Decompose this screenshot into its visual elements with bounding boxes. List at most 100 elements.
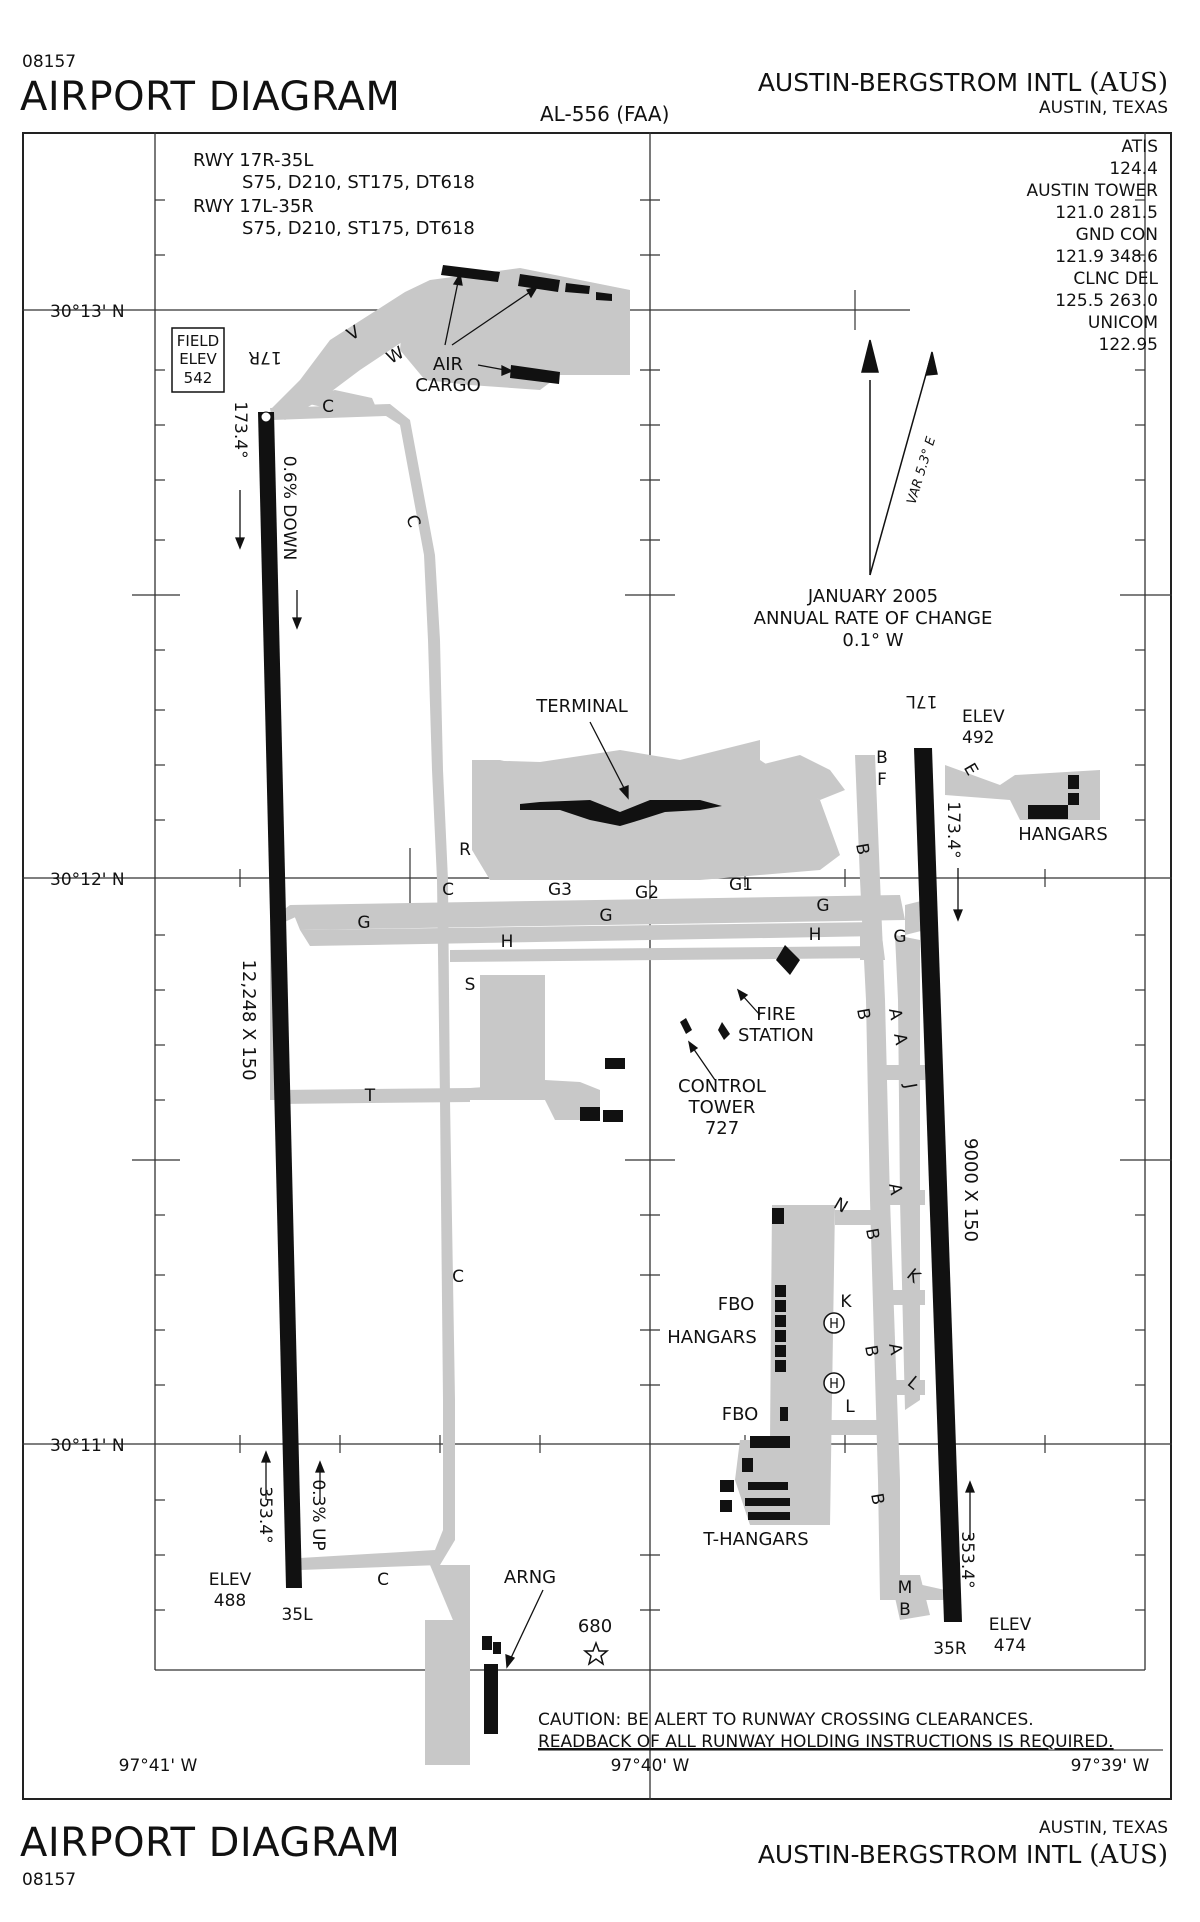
field-elev-box — [171, 327, 225, 393]
twy-g1: G1 — [729, 875, 753, 895]
field-elev-value: 542 — [184, 369, 213, 387]
hangars-ne-label: HANGARS — [1018, 824, 1108, 845]
freq-line-2: AUSTIN TOWER — [1026, 181, 1158, 201]
twy-g-1: G — [357, 913, 370, 933]
freq-line-8: UNICOM — [1088, 313, 1158, 333]
terminal-label: TERMINAL — [535, 696, 628, 717]
fire-station-label-1: FIRE — [756, 1004, 796, 1025]
twy-c-5: C — [377, 1570, 389, 1590]
fbo-label-2: FBO — [722, 1404, 759, 1425]
control-tower-elev: 727 — [705, 1118, 739, 1139]
heliport-south-label: H — [829, 1377, 839, 1392]
twy-b-3: B — [852, 1007, 874, 1022]
doc-number-bottom: 08157 — [22, 1870, 77, 1890]
heliport-south — [823, 1372, 845, 1394]
lat-label-1: 30°13' N — [50, 302, 125, 322]
control-tower-label-1: CONTROL — [678, 1076, 766, 1097]
twy-s: S — [465, 975, 476, 995]
t-hangars-label: T-HANGARS — [702, 1529, 808, 1550]
rwy-17l-dimensions: 9000 X 150 — [960, 1138, 981, 1242]
rwy-35l-label: 35L — [281, 1605, 313, 1625]
twy-a-4: A — [884, 1342, 906, 1357]
rwy-1-name: RWY 17R-35L — [193, 150, 313, 171]
twy-b-6: B — [866, 1492, 888, 1507]
hangars-w-label: HANGARS — [667, 1327, 757, 1348]
lon-label-3: 97°39' W — [1071, 1756, 1150, 1776]
arng-apron — [425, 1620, 470, 1765]
airport-name-bottom-text: AUSTIN-BERGSTROM INTL — [757, 1840, 1082, 1869]
rwy-17r-label: 17R — [248, 347, 282, 367]
field-elev-line1: FIELD — [177, 332, 219, 350]
obstacle-elev-label: 680 — [578, 1616, 612, 1637]
rwy-35r-heading: 353.4° — [957, 1531, 977, 1588]
airport-name-top: AUSTIN-BERGSTROM INTL (AUS) — [758, 68, 1168, 98]
rwy-17r-dimensions: 12,248 X 150 — [238, 959, 259, 1080]
cargo-apron — [400, 268, 630, 390]
fbo-label-1: FBO — [718, 1294, 755, 1315]
twy-k-1: K — [840, 1292, 852, 1312]
rwy-17l-arrows — [953, 868, 975, 1540]
twy-c-3: C — [442, 880, 454, 900]
airport-code-top: (AUS) — [1089, 68, 1168, 98]
lon-label-1: 97°41' W — [119, 1756, 198, 1776]
air-cargo-label-1: AIR — [433, 354, 463, 375]
chart-frame — [22, 132, 1172, 1800]
city-bottom: AUSTIN, TEXAS — [1039, 1818, 1168, 1838]
twy-c-4: C — [452, 1267, 464, 1287]
rwy-35l-heading: 353.4° — [255, 1486, 275, 1543]
freq-line-5: 121.9 348.6 — [1055, 247, 1158, 267]
lat-label-2: 30°12' N — [50, 870, 125, 890]
lon-label-2: 97°40' W — [611, 1756, 690, 1776]
freq-line-6: CLNC DEL — [1073, 269, 1158, 289]
twy-t: T — [364, 1086, 376, 1106]
twy-g-4: G — [893, 927, 906, 947]
freq-line-3: 121.0 281.5 — [1055, 203, 1158, 223]
rwy-1-strength: S75, D210, ST175, DT618 — [242, 172, 475, 193]
rwy-17l-elev-value: 492 — [962, 728, 994, 748]
freq-line-9: 122.95 — [1099, 335, 1158, 355]
control-tower-label-2: TOWER — [688, 1097, 756, 1118]
runways — [258, 411, 962, 1622]
north-arrow — [861, 339, 938, 576]
rwy-17l-label: 17L — [906, 691, 938, 711]
title-top: AIRPORT DIAGRAM — [20, 74, 401, 120]
twy-b-1: B — [876, 748, 888, 768]
buildings — [441, 265, 1079, 1734]
var-label: VAR 5.3° E — [904, 434, 939, 506]
taxiway-g — [290, 895, 905, 930]
obstacle-star-icon — [582, 1640, 610, 1666]
heliport-north-label: H — [829, 1317, 839, 1332]
twy-l-1: L — [845, 1397, 855, 1417]
fire-station-label-2: STATION — [738, 1025, 814, 1046]
twy-b-5: B — [860, 1344, 882, 1359]
freq-line-0: ATIS — [1122, 137, 1159, 157]
twy-h-1: H — [501, 932, 514, 952]
variation-line3: 0.1° W — [842, 630, 903, 651]
field-elev-line2: ELEV — [179, 350, 217, 368]
twy-a-2: A — [889, 1032, 911, 1047]
rwy-2-name: RWY 17L-35R — [193, 196, 314, 217]
twy-b-7: B — [899, 1600, 911, 1620]
frequency-block: ATIS 124.4 AUSTIN TOWER 121.0 281.5 GND … — [1026, 137, 1158, 355]
caution-line2: READBACK OF ALL RUNWAY HOLDING INSTRUCTI… — [538, 1732, 1114, 1752]
air-cargo-label-2: CARGO — [415, 375, 481, 396]
terminal-building — [520, 800, 722, 826]
taxiway-t — [278, 1088, 470, 1104]
heliports: H H — [823, 1312, 845, 1394]
freq-line-4: GND CON — [1076, 225, 1158, 245]
twy-a-1: A — [884, 1007, 906, 1022]
twy-m: M — [898, 1578, 913, 1598]
rwy-17r-arrows — [235, 490, 325, 1500]
rwy-35l-elev-label: ELEV — [209, 1570, 252, 1590]
twy-g-2: G — [599, 906, 612, 926]
airport-code-bottom: (AUS) — [1089, 1840, 1168, 1870]
leader-lines — [444, 272, 761, 1669]
twy-a-3: A — [884, 1182, 906, 1197]
city-top: AUSTIN, TEXAS — [1039, 98, 1168, 118]
rwy-35r-label: 35R — [933, 1639, 967, 1659]
rwy-35l-slope: 0.3% UP — [308, 1479, 328, 1550]
lat-label-3: 30°11' N — [50, 1436, 125, 1456]
rwy-17l-elev-label: ELEV — [962, 707, 1005, 727]
airport-name-top-text: AUSTIN-BERGSTROM INTL — [757, 68, 1082, 97]
